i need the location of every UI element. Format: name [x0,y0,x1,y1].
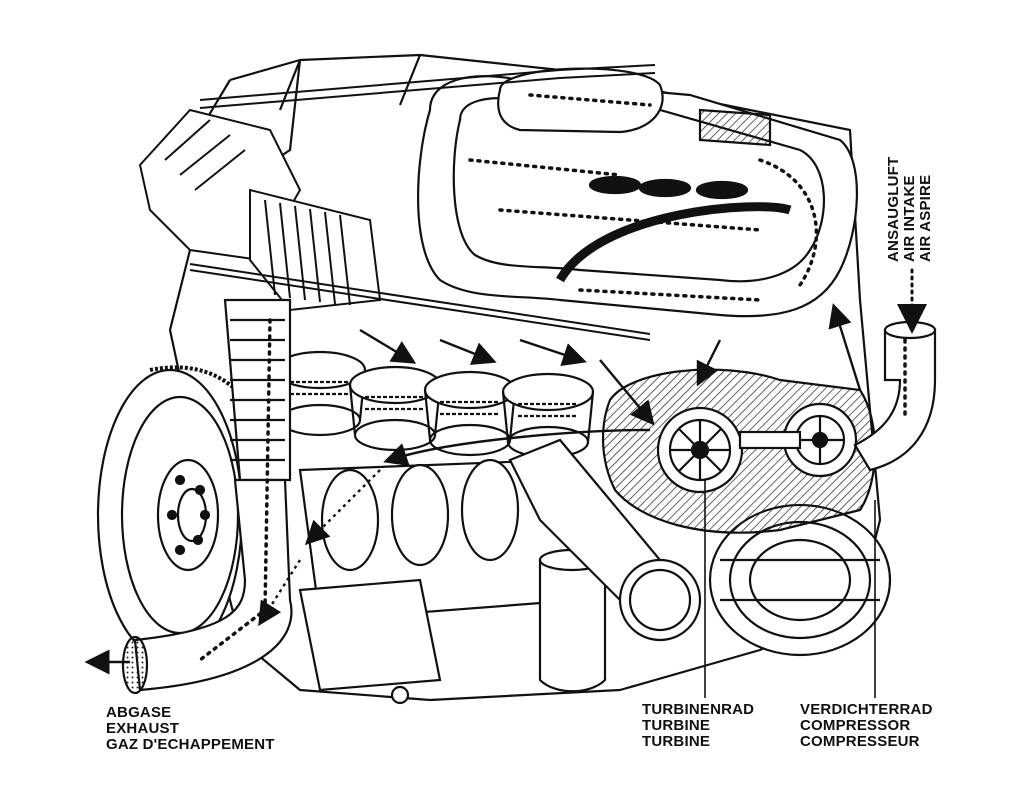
air-intake-label-fr: AIR ASPIRE [917,174,934,262]
pistons [273,350,595,459]
turbine-label-de: TURBINENRAD [642,701,755,718]
compressor-label-en: COMPRESSOR [800,717,911,734]
turbocharger [602,368,877,534]
compressor-label-fr: COMPRESSEUR [800,733,920,750]
starter-motor [508,438,702,642]
distributor-unit [138,108,382,312]
compressor-label-de: VERDICHTERRAD [800,701,933,718]
turbine-wheel [668,418,732,482]
piston-1 [273,350,367,437]
intake-manifold [417,67,859,318]
turbine-label: TURBINENRAD TURBINE TURBINE [642,702,754,750]
piston-2 [348,365,442,452]
exhaust-pipe [84,298,293,695]
piston-4 [501,372,595,459]
crankshaft [298,458,582,705]
air-intake-pipe [853,268,937,472]
exhaust-label-fr: GAZ D'ECHAPPEMENT [106,736,275,753]
turbine-label-fr: TURBINE [642,733,711,750]
leader-lines [704,480,876,698]
exhaust-label-de: ABGASE [106,704,172,721]
fuel-lines [189,64,656,341]
exhaust-label: ABGASE EXHAUST GAZ D'ECHAPPEMENT [106,705,275,753]
compressor-label: VERDICHTERRAD COMPRESSOR COMPRESSEUR [800,702,933,750]
exhaust-label-en: EXHAUST [106,720,180,737]
air-intake-label-de: ANSAUGLUFT [885,156,902,262]
air-intake-label-en: AIR INTAKE [901,175,918,262]
turbine-label-en: TURBINE [642,717,711,734]
flow-arrows [258,303,862,627]
air-intake-label: ANSAUGLUFT AIR INTAKE AIR ASPIRE [885,156,934,262]
